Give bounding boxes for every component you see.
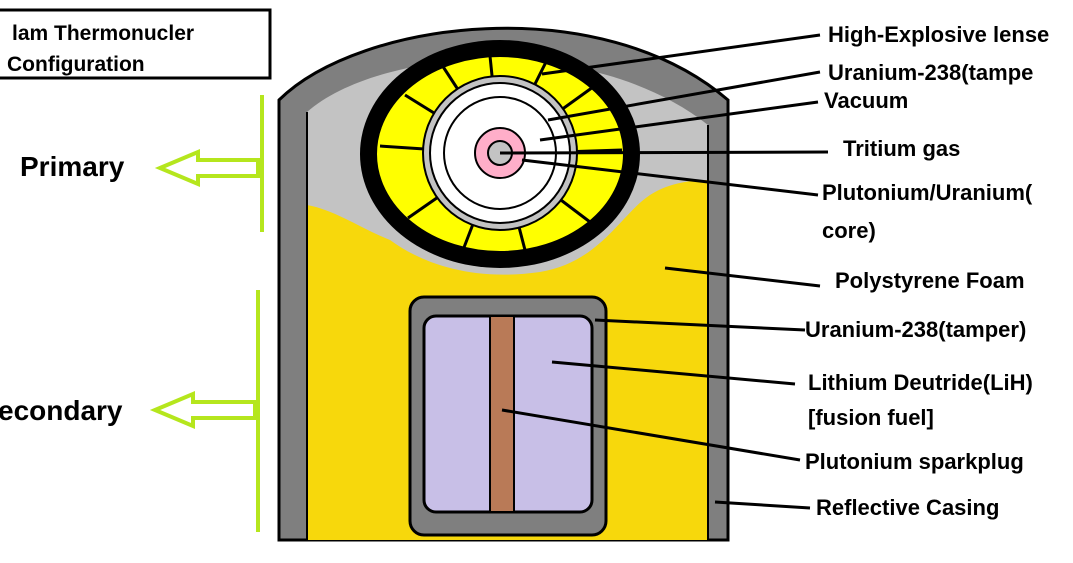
label-core-line-2: core) bbox=[822, 218, 876, 243]
label-sparkplug: Plutonium sparkplug bbox=[805, 449, 1024, 474]
leader-u238-secondary bbox=[594, 318, 806, 332]
leader-u238-top bbox=[547, 70, 821, 122]
leader-tritium bbox=[499, 150, 829, 155]
secondary-indicator: econdary bbox=[0, 290, 260, 532]
label-vacuum: Vacuum bbox=[824, 88, 908, 113]
label-tritium: Tritium gas bbox=[843, 136, 960, 161]
label-high-explosive: High-Explosive lense bbox=[828, 22, 1049, 47]
label-foam: Polystyrene Foam bbox=[835, 268, 1025, 293]
leader-lines bbox=[499, 33, 829, 510]
component-labels: High-Explosive lense Uranium-238(tampe V… bbox=[805, 22, 1049, 520]
leader-sparkplug bbox=[501, 408, 801, 462]
secondary-stage bbox=[408, 295, 608, 537]
label-lithium-line-2: [fusion fuel] bbox=[808, 405, 934, 430]
leader-casing bbox=[714, 500, 811, 510]
title-line-2: Configuration bbox=[7, 53, 145, 76]
primary-indicator: Primary bbox=[20, 95, 264, 232]
title-box: lam Thermonucler Configuration bbox=[0, 8, 272, 80]
primary-label: Primary bbox=[20, 151, 125, 182]
primary-stage bbox=[360, 40, 640, 268]
title-line-1: lam Thermonucler bbox=[12, 22, 194, 45]
label-casing: Reflective Casing bbox=[816, 495, 999, 520]
plutonium-sparkplug bbox=[489, 315, 515, 513]
secondary-arrow-icon bbox=[149, 390, 257, 430]
secondary-label: econdary bbox=[0, 395, 123, 426]
leader-vacuum bbox=[539, 100, 819, 142]
leader-core bbox=[521, 158, 819, 197]
primary-arrow-icon bbox=[154, 148, 260, 188]
label-lithium-line-1: Lithium Deutride(LiH) bbox=[808, 370, 1033, 395]
title-frame bbox=[0, 8, 272, 80]
label-u238-secondary: Uranium-238(tamper) bbox=[805, 317, 1026, 342]
label-core-line-1: Plutonium/Uranium( bbox=[822, 180, 1033, 205]
leader-high-explosive bbox=[541, 33, 821, 76]
leader-foam bbox=[664, 266, 821, 288]
leader-lithium bbox=[551, 360, 796, 386]
label-u238-top: Uranium-238(tampe bbox=[828, 60, 1033, 85]
